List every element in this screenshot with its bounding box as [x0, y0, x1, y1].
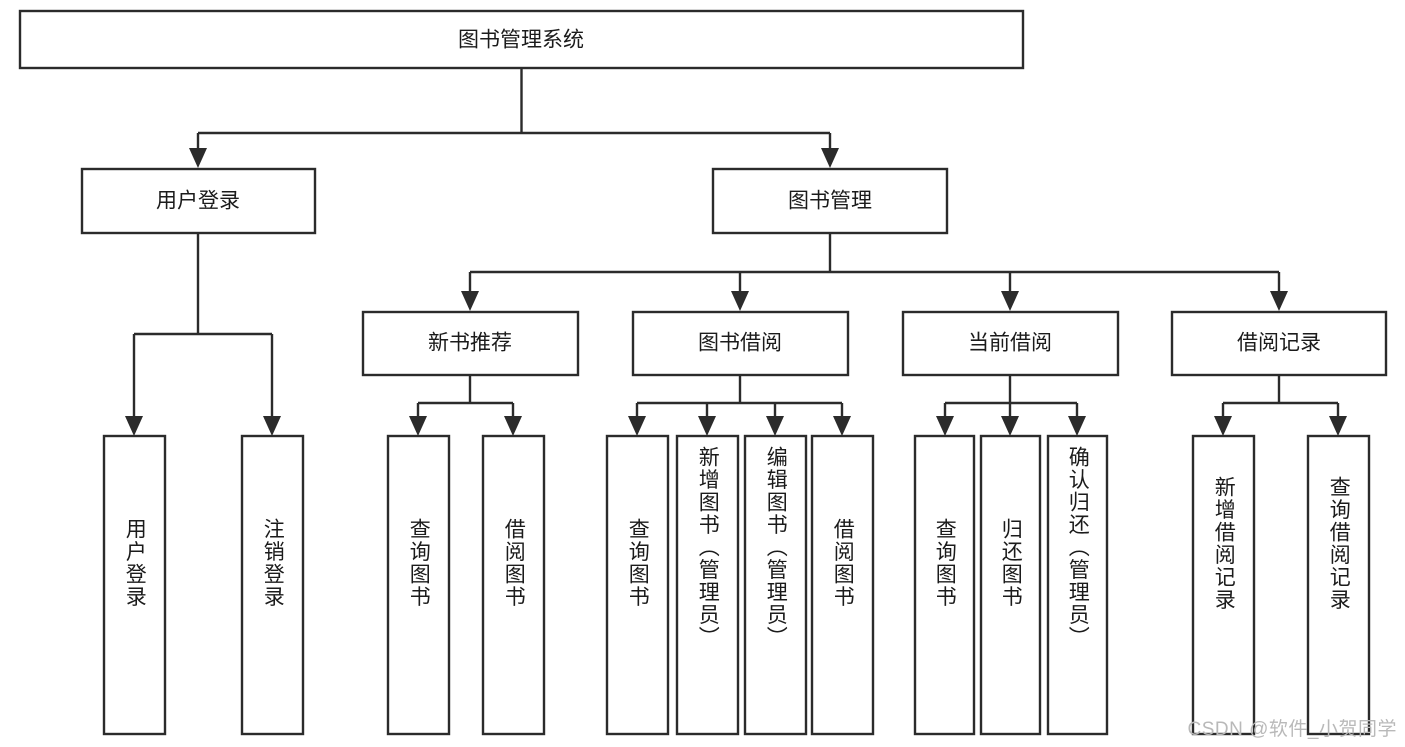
arrowhead-leaf-logout [263, 416, 281, 436]
node-new-book-rec-label: 新书推荐 [428, 332, 512, 355]
leaf-box-borrow-book-2[interactable] [810, 434, 875, 736]
node-new-book-rec-box[interactable] [361, 310, 580, 377]
arrowhead-borrow-record [1270, 291, 1288, 311]
connector-group-borrow-record [1214, 375, 1347, 436]
leaf-box-user-login[interactable] [102, 434, 167, 736]
node-borrow-record-label: 借阅记录 [1237, 332, 1321, 355]
leaf-box-logout[interactable] [240, 434, 305, 736]
arrowhead-leaf-borrow-book-1 [504, 416, 522, 436]
node-book-mgmt-label: 图书管理 [788, 190, 872, 213]
node-borrow-record-box[interactable] [1170, 310, 1388, 377]
arrowhead-book-borrow [731, 291, 749, 311]
node-book-mgmt-box[interactable] [711, 167, 949, 235]
arrowhead-leaf-borrow-book-2 [833, 416, 851, 436]
connector-group-book-borrow [628, 375, 851, 436]
leaf-box-add-record[interactable] [1191, 434, 1256, 736]
node-borrow-record[interactable]: 借阅记录 [1170, 310, 1388, 377]
arrowhead-leaf-query-book-2 [628, 416, 646, 436]
arrowhead-leaf-query-record [1329, 416, 1347, 436]
arrowhead-leaf-add-record [1214, 416, 1232, 436]
connector-group-new-book-rec [409, 375, 522, 436]
connector-group-book-mgmt [461, 234, 1288, 311]
csdn-watermark: CSDN @软件_小贺同学 [1187, 719, 1397, 740]
connector-group-user-login [125, 234, 281, 436]
leaf-box-query-book-2[interactable] [605, 434, 670, 736]
arrowhead-current-borrow [1001, 291, 1019, 311]
node-current-borrow[interactable]: 当前借阅 [901, 310, 1120, 377]
node-book-borrow-box[interactable] [631, 310, 850, 377]
node-book-mgmt[interactable]: 图书管理 [711, 167, 949, 235]
arrowhead-user-login [189, 148, 207, 168]
node-root[interactable]: 图书管理系统 [18, 9, 1025, 70]
arrowhead-leaf-add-book [698, 416, 716, 436]
connector-group-root [189, 69, 839, 168]
arrowhead-leaf-query-book-3 [936, 416, 954, 436]
arrowhead-leaf-query-book-1 [409, 416, 427, 436]
leaf-box-query-book-1[interactable] [386, 434, 451, 736]
arrowhead-leaf-user-login [125, 416, 143, 436]
node-book-borrow[interactable]: 图书借阅 [631, 310, 850, 377]
node-current-borrow-label: 当前借阅 [968, 332, 1052, 355]
leaf-box-edit-book[interactable] [743, 434, 808, 736]
arrowhead-leaf-edit-book [766, 416, 784, 436]
leaf-box-return-book[interactable] [979, 434, 1042, 736]
leaf-box-add-book[interactable] [675, 434, 740, 736]
node-book-borrow-label: 图书借阅 [698, 332, 782, 355]
leaf-box-confirm-return[interactable] [1046, 434, 1109, 736]
leaf-box-query-book-3[interactable] [913, 434, 976, 736]
leaf-box-query-record[interactable] [1306, 434, 1371, 736]
leaf-box-group [102, 434, 1371, 736]
node-new-book-rec[interactable]: 新书推荐 [361, 310, 580, 377]
node-user-login[interactable]: 用户登录 [80, 167, 317, 235]
node-current-borrow-box[interactable] [901, 310, 1120, 377]
connector-group-current-borrow [936, 375, 1086, 436]
node-root-label: 图书管理系统 [458, 29, 584, 52]
node-user-login-label: 用户登录 [156, 190, 240, 213]
node-user-login-box[interactable] [80, 167, 317, 235]
arrowhead-leaf-confirm-return [1068, 416, 1086, 436]
arrowhead-new-book-rec [461, 291, 479, 311]
arrowhead-leaf-return-book [1001, 416, 1019, 436]
node-root-box[interactable] [18, 9, 1025, 70]
arrowhead-book-mgmt [821, 148, 839, 168]
leaf-box-borrow-book-1[interactable] [481, 434, 546, 736]
